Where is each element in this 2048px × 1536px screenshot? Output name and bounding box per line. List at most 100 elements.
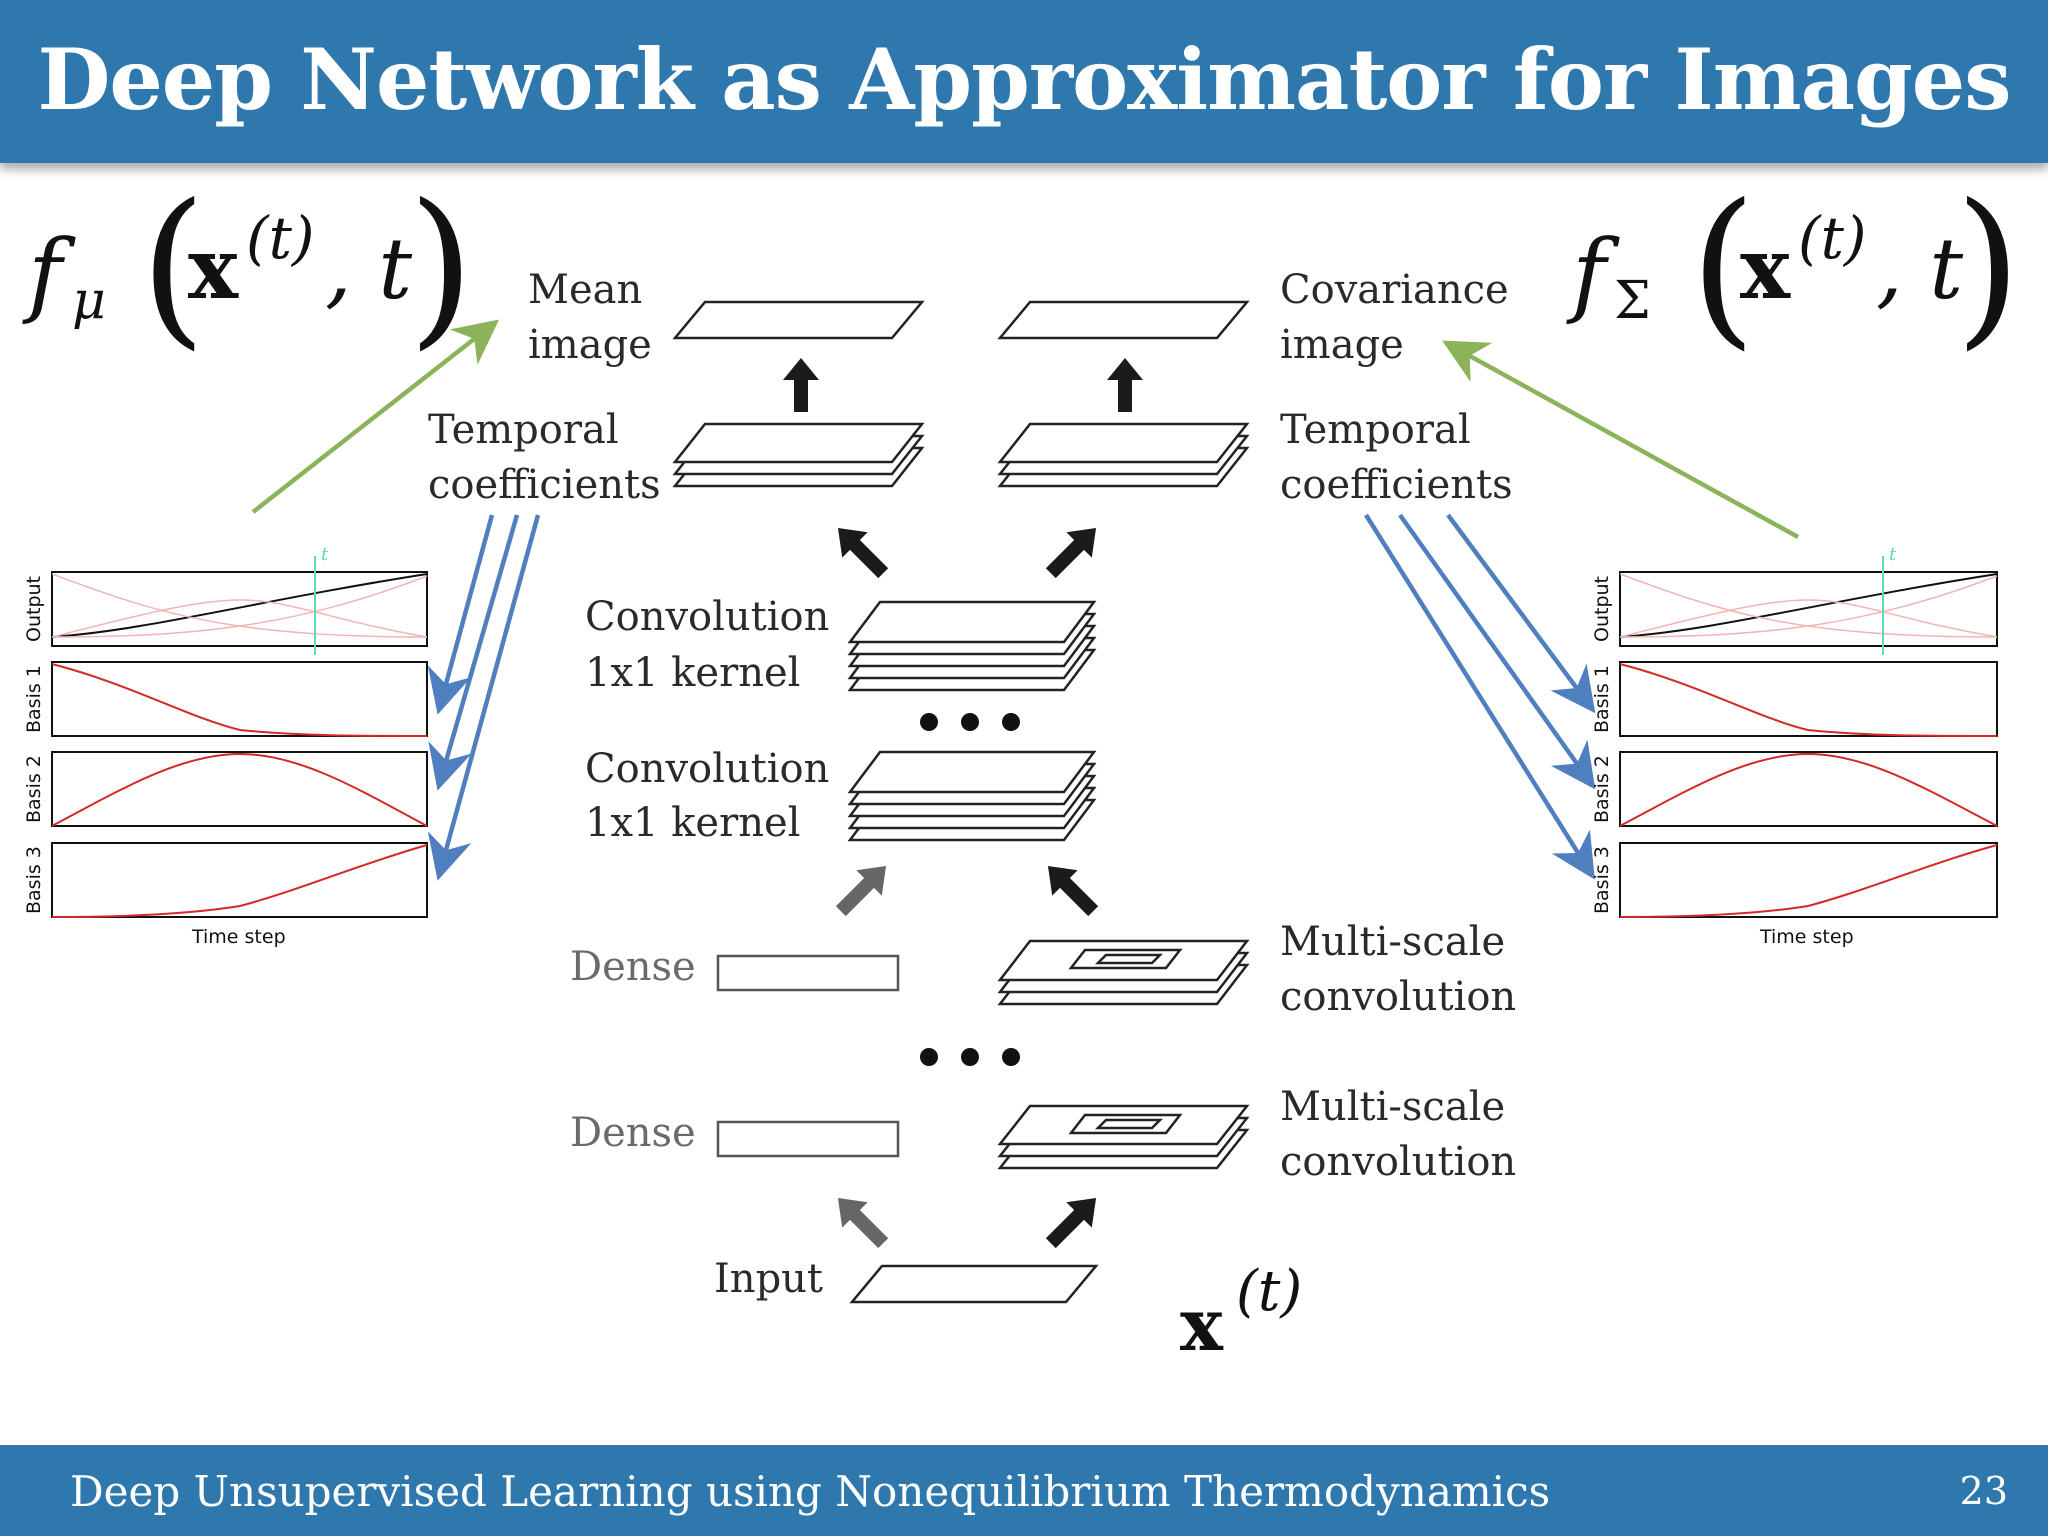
label-multiscale-1: Multi-scale convolution — [1280, 919, 1516, 1020]
svg-text:Convolution: Convolution — [585, 594, 829, 640]
svg-text:coefficients: coefficients — [1280, 462, 1513, 508]
formula-f-sigma: f Σ ( x (t) , t ) — [1566, 168, 2021, 366]
svg-text:Basis 1: Basis 1 — [1591, 665, 1613, 733]
basis-plot-right: t Output Basis 1 Basis 2 Basis 3 Time st… — [1591, 544, 1998, 948]
svg-text:): ) — [1955, 168, 2021, 366]
svg-text:(t): (t) — [1236, 1259, 1302, 1324]
basis2-curve-left — [51, 752, 428, 827]
basis3-curve-left — [51, 844, 428, 918]
svg-text:1x1 kernel: 1x1 kernel — [585, 800, 800, 846]
footer-bar: Deep Unsupervised Learning using Nonequi… — [0, 1445, 2048, 1536]
svg-text:image: image — [1280, 322, 1404, 368]
covariance-image-layer — [997, 300, 1250, 340]
label-temporal-coefficients-left: Temporal coefficients — [428, 407, 661, 508]
arrow-input-to-multiscale — [1045, 1197, 1097, 1249]
svg-text:(t): (t) — [1798, 204, 1867, 272]
svg-text:x: x — [1180, 1282, 1224, 1367]
temporal-stack-right — [997, 422, 1250, 488]
temporal-stack-left — [672, 422, 925, 488]
basis1-curve-left — [51, 663, 428, 737]
input-layer — [849, 1264, 1099, 1304]
label-temporal-coefficients-right: Temporal coefficients — [1280, 407, 1513, 508]
label-input: Input — [714, 1256, 823, 1302]
blue-arrows-left — [427, 514, 541, 881]
mean-image-layer — [672, 300, 925, 340]
dense-box-2 — [716, 1120, 900, 1158]
arrow-to-temporal-left — [837, 527, 889, 579]
svg-text:Σ: Σ — [1614, 271, 1651, 331]
label-multiscale-2: Multi-scale convolution — [1280, 1084, 1516, 1185]
ellipsis-dots-lower — [920, 1048, 1020, 1066]
svg-text:Covariance: Covariance — [1280, 267, 1509, 313]
label-dense-2: Dense — [570, 1110, 696, 1156]
svg-text:Output: Output — [1591, 576, 1613, 642]
output-curve-right — [1619, 573, 1998, 638]
basis1-panel-left — [51, 661, 428, 737]
svg-text:(: ( — [1690, 168, 1756, 366]
svg-text:Basis 3: Basis 3 — [1591, 846, 1613, 914]
slide-title: Deep Network as Approximator for Images — [37, 30, 2011, 129]
label-convolution-2: Convolution 1x1 kernel — [585, 746, 829, 846]
multiscale-stack-2 — [997, 1104, 1250, 1170]
page-number: 23 — [1959, 1469, 2008, 1513]
basis1-curve-right — [1619, 663, 1998, 737]
basis3-panel-right — [1619, 842, 1998, 918]
arrow-input-to-dense — [837, 1197, 889, 1249]
svg-text:convolution: convolution — [1280, 974, 1516, 1020]
svg-text:Mean: Mean — [528, 267, 642, 313]
svg-text:image: image — [528, 322, 652, 368]
svg-text:Basis 2: Basis 2 — [23, 755, 45, 823]
footer-title: Deep Unsupervised Learning using Nonequi… — [70, 1467, 1551, 1516]
time-marker-label-right: t — [1889, 544, 1897, 565]
faint-basis3-left — [51, 575, 428, 638]
basis1-panel-right — [1619, 661, 1998, 737]
arrow-dense-to-conv — [835, 865, 887, 917]
multiscale-stack-1 — [997, 939, 1250, 1006]
basis3-panel-left — [51, 842, 428, 918]
svg-text:f: f — [1566, 220, 1620, 327]
svg-text:1x1 kernel: 1x1 kernel — [585, 650, 800, 696]
green-arrow-left — [251, 319, 500, 514]
basis2-curve-right — [1619, 752, 1998, 827]
basis2-panel-right — [1619, 751, 1998, 827]
svg-text:Basis 2: Basis 2 — [1591, 755, 1613, 823]
label-covariance-image: Covariance image — [1280, 267, 1509, 368]
svg-text:Multi-scale: Multi-scale — [1280, 919, 1505, 965]
faint-basis1-right — [1619, 573, 1998, 638]
svg-text:(t): (t) — [246, 204, 315, 272]
faint-basis3-right — [1619, 575, 1998, 638]
title-bar: Deep Network as Approximator for Images — [0, 0, 2048, 163]
svg-text:Multi-scale: Multi-scale — [1280, 1084, 1505, 1130]
basis2-panel-left — [51, 751, 428, 827]
svg-text:Output: Output — [23, 576, 45, 642]
svg-text:Basis 1: Basis 1 — [23, 665, 45, 733]
svg-text:, t: , t — [1876, 220, 1963, 318]
formula-f-mu: f μ ( x (t) , t ) — [22, 168, 474, 366]
formula-input-x: x (t) — [1180, 1259, 1302, 1367]
svg-text:Time step: Time step — [191, 926, 286, 948]
svg-text:Temporal: Temporal — [428, 407, 619, 453]
arrow-to-temporal-right — [1045, 527, 1097, 579]
arrow-up-covariance — [1107, 358, 1143, 412]
label-convolution-1: Convolution 1x1 kernel — [585, 594, 829, 696]
svg-text:x: x — [188, 219, 239, 318]
dense-box-1 — [716, 954, 900, 992]
arrow-up-mean — [783, 358, 819, 412]
output-curve-left — [51, 573, 428, 638]
label-mean-image: Mean image — [528, 267, 652, 368]
green-arrow-right — [1442, 340, 1800, 539]
svg-text:coefficients: coefficients — [428, 462, 661, 508]
blue-arrows-right — [1364, 513, 1596, 880]
basis-plot-left: t Output Basis 1 Basis 2 Basis 3 Time st… — [23, 544, 428, 948]
faint-basis2-left — [51, 599, 428, 638]
label-dense-1: Dense — [570, 944, 696, 990]
svg-text:x: x — [1740, 219, 1791, 318]
svg-text:, t: , t — [325, 220, 412, 318]
conv-stack-upper — [847, 600, 1097, 692]
basis3-curve-right — [1619, 844, 1998, 918]
svg-text:(: ( — [140, 168, 206, 366]
faint-basis2-right — [1619, 599, 1998, 638]
ellipsis-dots-upper — [920, 713, 1020, 731]
time-marker-label-left: t — [321, 544, 329, 565]
arrow-multiscale1-to-conv — [1047, 865, 1099, 917]
